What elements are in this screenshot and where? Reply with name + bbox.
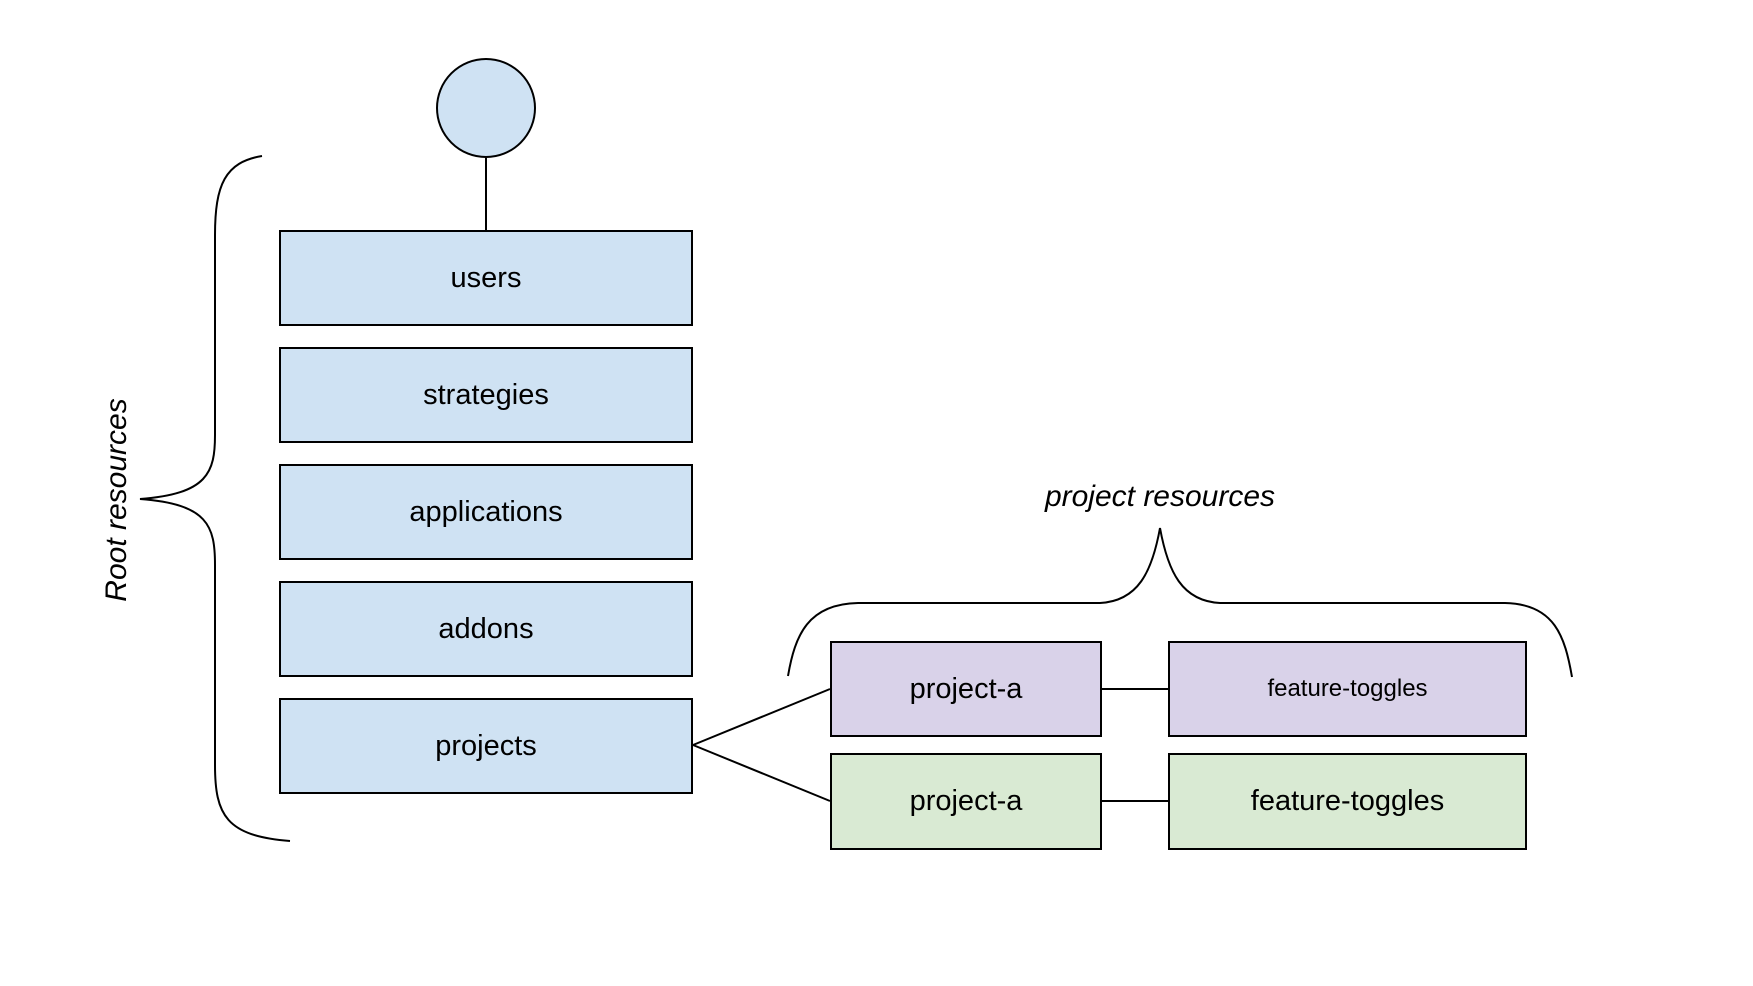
projects-to-project-a-env1-edge <box>692 688 831 746</box>
node-strategies: strategies <box>279 347 693 443</box>
node-users: users <box>279 230 693 326</box>
root-resources-brace <box>139 155 291 842</box>
project-resources-label: project resources <box>1044 480 1276 513</box>
node-feature-toggles-env2: feature-toggles <box>1168 753 1527 850</box>
root-resources-label: Root resources <box>100 398 133 602</box>
project-resources-brace <box>787 527 1573 678</box>
projects-to-project-a-env2-edge <box>692 744 831 802</box>
node-feature-toggles-env1: feature-toggles <box>1168 641 1527 737</box>
node-project-a-env1: project-a <box>830 641 1102 737</box>
actor-circle <box>436 58 536 158</box>
node-addons: addons <box>279 581 693 677</box>
node-applications: applications <box>279 464 693 560</box>
node-projects: projects <box>279 698 693 794</box>
node-project-a-env2: project-a <box>830 753 1102 850</box>
